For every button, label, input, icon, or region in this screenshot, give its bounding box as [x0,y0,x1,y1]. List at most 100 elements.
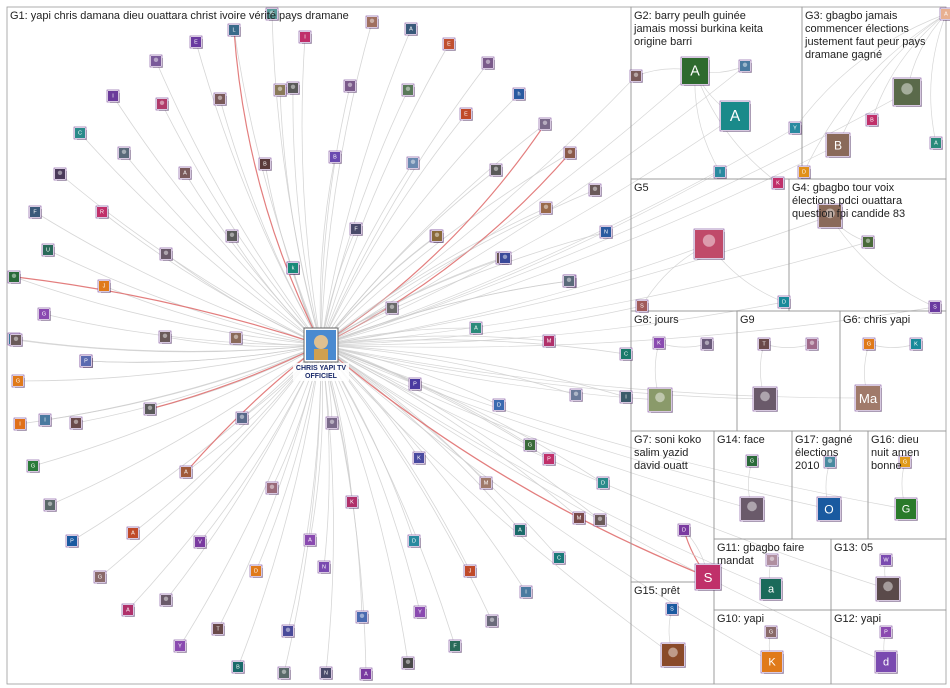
g1-node[interactable]: V [193,535,207,549]
g1-node[interactable]: K [412,451,426,465]
g1-node[interactable]: I [38,413,52,427]
g1-node[interactable]: N [599,225,613,239]
g1-node[interactable] [225,229,239,243]
g8-node[interactable] [647,387,673,413]
g1-node[interactable] [229,331,243,345]
g1-node[interactable]: L [227,23,241,37]
g10-node[interactable]: G [764,625,778,639]
g1-node[interactable] [158,330,172,344]
g1-node[interactable]: D [492,398,506,412]
g1-node[interactable] [485,614,499,628]
g1-node[interactable]: M [479,476,493,490]
g1-node[interactable]: A [126,526,140,540]
g1-node[interactable]: B [328,150,342,164]
g1-node[interactable] [401,83,415,97]
g1-node[interactable]: P [65,534,79,548]
hub-node[interactable]: CHRIS YAPI TV OFFICIEL [293,327,349,381]
g1-node[interactable] [159,593,173,607]
g13-node[interactable] [875,576,901,602]
g1-node[interactable]: P [79,354,93,368]
g1-node[interactable]: E [459,107,473,121]
g9-node[interactable] [805,337,819,351]
g1-node[interactable]: I [619,390,633,404]
g1-node[interactable] [43,498,57,512]
g1-node[interactable] [7,270,21,284]
g16-node[interactable]: G [894,497,918,521]
g5-node[interactable]: D [777,295,791,309]
g1-node[interactable] [286,81,300,95]
g9-node[interactable] [752,386,778,412]
g1-node[interactable]: M [542,334,556,348]
g1-node[interactable] [143,402,157,416]
g10-node[interactable]: K [760,650,784,674]
g1-node[interactable]: A [179,465,193,479]
g6-node[interactable]: K [909,337,923,351]
g1-node[interactable]: B [231,660,245,674]
g17-node[interactable] [823,455,837,469]
g6-node[interactable]: Ma [854,384,882,412]
g1-node[interactable] [355,610,369,624]
g1-node[interactable]: h [512,87,526,101]
g1-node[interactable]: G [93,570,107,584]
g1-node[interactable] [9,333,23,347]
g1-node[interactable] [406,156,420,170]
g6-node[interactable]: G [862,337,876,351]
g1-node[interactable]: T [211,622,225,636]
g1-node[interactable]: A [404,22,418,36]
g1-node[interactable] [277,666,291,680]
g1-node[interactable]: G [26,459,40,473]
g1-node[interactable] [489,163,503,177]
g1-node[interactable]: E [442,37,456,51]
g1-node[interactable]: P [542,452,556,466]
g1-node[interactable]: A [303,533,317,547]
g1-node[interactable]: R [95,205,109,219]
g14-node[interactable]: G [745,454,759,468]
g15-node[interactable] [660,642,686,668]
g11-node[interactable] [765,553,779,567]
g3-node[interactable]: A [929,136,943,150]
g2-node[interactable]: A [680,56,710,86]
g1-node[interactable]: Y [173,639,187,653]
g1-node[interactable]: J [463,564,477,578]
g1-node[interactable] [117,146,131,160]
g4-node[interactable]: S [928,300,942,314]
g1-node[interactable] [69,416,83,430]
g1-node[interactable] [281,624,295,638]
g1-node[interactable] [235,411,249,425]
g1-node[interactable]: C [73,126,87,140]
g1-node[interactable]: E [189,35,203,49]
g1-node[interactable]: N [319,666,333,680]
g1-node[interactable]: I [13,417,27,431]
g1-node[interactable]: D [249,564,263,578]
g1-node[interactable] [539,201,553,215]
g4-node[interactable] [817,203,843,229]
g1-node[interactable]: C [619,347,633,361]
g15-node[interactable]: S [665,602,679,616]
g1-node[interactable]: P [408,377,422,391]
g1-node[interactable] [213,92,227,106]
g1-node[interactable] [593,513,607,527]
g2-node[interactable]: A [719,100,751,132]
g1-node[interactable]: G [11,374,25,388]
g1-node[interactable]: A [513,523,527,537]
g1-node[interactable] [365,15,379,29]
g5-node[interactable] [693,228,725,260]
g1-node[interactable] [343,79,357,93]
g2-node[interactable] [738,59,752,73]
g1-node[interactable] [401,656,415,670]
g1-node[interactable] [498,251,512,265]
g1-node[interactable]: G [523,438,537,452]
g13-node[interactable]: W [879,553,893,567]
g1-node[interactable] [563,146,577,160]
g1-node[interactable]: A [359,667,373,681]
g1-node[interactable]: D [596,476,610,490]
g1-node[interactable]: A [178,166,192,180]
g1-node[interactable]: N [317,560,331,574]
g16-node[interactable]: G [898,455,912,469]
g1-node[interactable]: B [258,157,272,171]
g1-node[interactable]: Y [413,605,427,619]
g2-node[interactable] [629,69,643,83]
g14-node[interactable] [739,496,765,522]
g1-node[interactable]: M [572,511,586,525]
g1-node[interactable] [265,481,279,495]
